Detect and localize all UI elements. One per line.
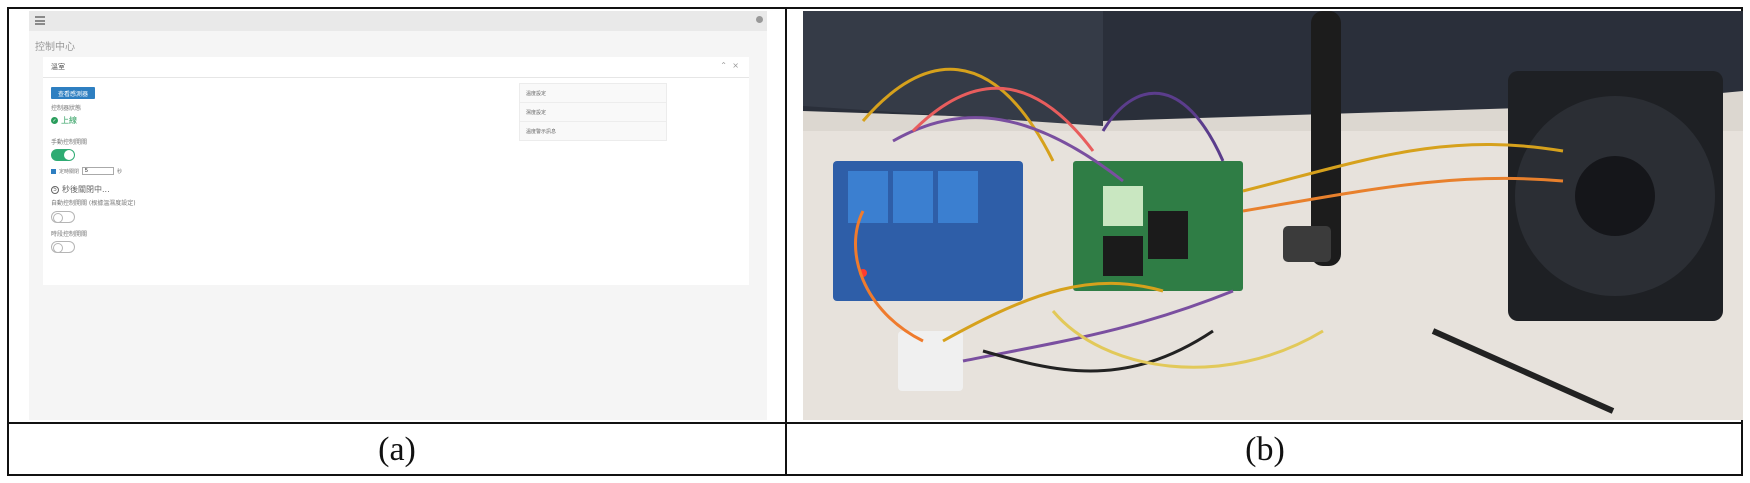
- timer-label: 定時關閉: [59, 168, 80, 175]
- auto-switch-label: 自動控制開關 (根據溫濕度設定): [51, 200, 136, 207]
- top-bar: [29, 11, 767, 31]
- timer-seconds-input[interactable]: [82, 167, 115, 175]
- hardware-photo-illustration: [803, 11, 1743, 420]
- settings-icon[interactable]: [756, 16, 763, 23]
- auto-switch-toggle[interactable]: [51, 211, 75, 223]
- timer-row: 定時關閉 秒: [51, 167, 122, 175]
- panel-divider-horizontal: [9, 422, 1741, 424]
- schedule-switch-label: 時段控制開關: [51, 231, 88, 238]
- device-status-label: 控制器狀態: [51, 105, 82, 112]
- check-circle-icon: ✓: [51, 117, 58, 124]
- card-title: 溫室: [51, 63, 65, 71]
- panel-divider-vertical: [785, 9, 787, 474]
- countdown-text: 秒後關閉中...: [62, 185, 110, 194]
- device-status: ✓ 上線: [51, 115, 77, 126]
- manual-switch-label: 手動控制開關: [51, 139, 88, 146]
- caption-a: (a): [378, 431, 416, 468]
- collapse-icon[interactable]: ⌃: [720, 61, 727, 70]
- card-header: 溫室 ⌃ ×: [43, 57, 749, 78]
- figure-frame: 控制中心 溫室 ⌃ × 查看感測器 控制器狀態 ✓ 上線 手動控制開關 定時關閉…: [7, 7, 1743, 476]
- view-sensor-button[interactable]: 查看感測器: [51, 87, 95, 99]
- side-menu-item-humidity[interactable]: 濕度設定: [520, 103, 666, 122]
- page-title: 控制中心: [35, 42, 75, 53]
- schedule-switch-toggle[interactable]: [51, 241, 75, 253]
- side-menu-item-alert[interactable]: 溫度警示訊息: [526, 128, 557, 135]
- close-icon[interactable]: ×: [732, 61, 739, 70]
- menu-icon[interactable]: [35, 16, 45, 25]
- side-menu-item-temperature[interactable]: 溫度設定: [520, 84, 666, 103]
- timer-checkbox[interactable]: [51, 168, 56, 174]
- control-center-screenshot: 控制中心 溫室 ⌃ × 查看感測器 控制器狀態 ✓ 上線 手動控制開關 定時關閉…: [29, 11, 767, 420]
- caption-b: (b): [1245, 431, 1285, 468]
- timer-unit: 秒: [117, 168, 123, 175]
- settings-side-menu: 溫度設定 濕度設定 溫度警示訊息: [519, 83, 667, 141]
- hardware-photo: [803, 11, 1743, 420]
- countdown-status: 5 秒後關閉中...: [51, 184, 110, 195]
- greenhouse-card: 溫室 ⌃ × 查看感測器 控制器狀態 ✓ 上線 手動控制開關 定時關閉 秒 5 …: [43, 57, 749, 285]
- device-status-text: 上線: [61, 116, 77, 125]
- countdown-number-icon: 5: [51, 185, 59, 194]
- manual-switch-toggle[interactable]: [51, 149, 75, 161]
